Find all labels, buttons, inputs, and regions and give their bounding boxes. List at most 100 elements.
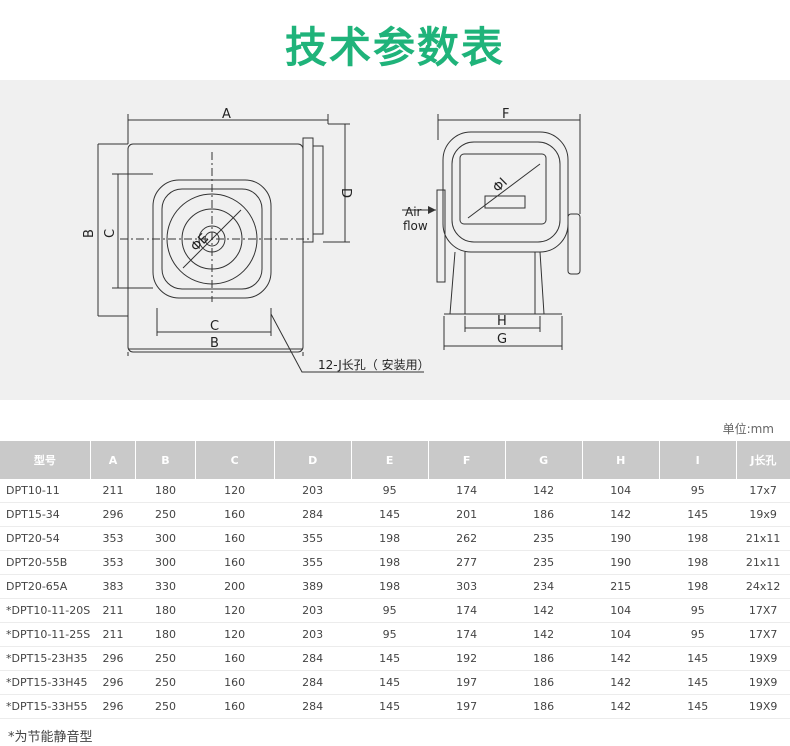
cell-b: 300: [135, 550, 196, 575]
cell-g: 186: [505, 502, 583, 527]
cell-b: 300: [135, 526, 196, 551]
label-b-left: B: [82, 229, 97, 238]
cell-e: 145: [351, 694, 429, 719]
cell-c: 160: [195, 670, 275, 695]
cell-g: 235: [505, 550, 583, 575]
airflow-arrow-head: [428, 206, 436, 214]
cell-c: 120: [195, 479, 275, 503]
cell-d: 389: [274, 574, 352, 599]
header-j: J长孔: [735, 441, 790, 479]
cell-j: 21x11: [736, 550, 790, 575]
cell-a: 296: [90, 502, 136, 527]
cell-h: 104: [582, 622, 660, 647]
label-g: G: [497, 332, 507, 347]
cell-a: 383: [90, 574, 136, 599]
cell-j: 17x7: [736, 479, 790, 503]
cell-model: *DPT10-11-20S: [0, 598, 91, 623]
cell-h: 190: [582, 550, 660, 575]
cell-j: 21x11: [736, 526, 790, 551]
cell-i: 145: [659, 502, 737, 527]
cell-f: 174: [428, 598, 506, 623]
cell-c: 160: [195, 694, 275, 719]
cell-i: 145: [659, 694, 737, 719]
cell-b: 250: [135, 694, 196, 719]
cell-f: 201: [428, 502, 506, 527]
label-c-left: C: [103, 229, 118, 238]
cell-c: 160: [195, 526, 275, 551]
cell-g: 142: [505, 622, 583, 647]
cell-f: 262: [428, 526, 506, 551]
cell-a: 296: [90, 694, 136, 719]
cell-a: 353: [90, 526, 136, 551]
cell-c: 120: [195, 598, 275, 623]
cell-a: 211: [90, 479, 136, 503]
cell-g: 234: [505, 574, 583, 599]
cell-c: 160: [195, 502, 275, 527]
cell-g: 142: [505, 598, 583, 623]
cell-j: 17X7: [736, 598, 790, 623]
cell-model: *DPT10-11-25S: [0, 622, 91, 647]
cell-f: 197: [428, 694, 506, 719]
cell-i: 198: [659, 550, 737, 575]
cell-a: 353: [90, 550, 136, 575]
cell-d: 203: [274, 598, 352, 623]
label-i: ΦI: [490, 175, 511, 196]
cell-i: 145: [659, 670, 737, 695]
cell-b: 180: [135, 479, 196, 503]
cell-d: 203: [274, 479, 352, 503]
cell-b: 250: [135, 502, 196, 527]
cell-a: 296: [90, 646, 136, 671]
cell-a: 211: [90, 622, 136, 647]
page-title: 技术参数表: [284, 23, 505, 72]
cell-e: 198: [351, 550, 429, 575]
cell-a: 211: [90, 598, 136, 623]
side-inlet-ring: [436, 189, 446, 283]
cell-g: 235: [505, 526, 583, 551]
cell-i: 95: [659, 598, 737, 623]
label-f: F: [502, 107, 509, 122]
label-flow: flow: [403, 219, 428, 233]
cell-b: 250: [135, 670, 196, 695]
cell-h: 142: [582, 694, 660, 719]
cell-model: *DPT15-33H45: [0, 670, 91, 695]
cell-j: 19x9: [736, 502, 790, 527]
cell-j: 19X9: [736, 694, 790, 719]
cell-b: 180: [135, 598, 196, 623]
cell-d: 284: [274, 694, 352, 719]
cell-h: 142: [582, 670, 660, 695]
cell-d: 284: [274, 670, 352, 695]
side-motor-end: [567, 213, 581, 275]
cell-g: 186: [505, 646, 583, 671]
side-motor-plate: [484, 195, 526, 209]
label-d: D: [338, 188, 353, 198]
table-header-row: 型号 A B C D E F G H I J长孔: [0, 441, 790, 479]
cell-model: *DPT15-23H35: [0, 646, 91, 671]
cell-model: DPT20-65A: [0, 574, 91, 599]
side-diameter-line: [467, 163, 541, 219]
header-g: G: [504, 441, 583, 479]
cell-h: 104: [582, 479, 660, 503]
footnote: *为节能静音型: [8, 730, 93, 745]
cell-f: 277: [428, 550, 506, 575]
cell-f: 174: [428, 479, 506, 503]
label-mount-hole: 12-J长孔（ 安装用）: [318, 357, 430, 372]
cell-c: 160: [195, 646, 275, 671]
cell-h: 104: [582, 598, 660, 623]
side-base: [449, 251, 545, 315]
header-h: H: [581, 441, 660, 479]
cell-j: 24x12: [736, 574, 790, 599]
cell-d: 355: [274, 526, 352, 551]
cell-e: 145: [351, 646, 429, 671]
label-a: A: [222, 107, 231, 122]
label-h: H: [497, 314, 507, 329]
side-housing-inner: [451, 141, 561, 243]
side-outlet: [459, 153, 547, 225]
cell-a: 296: [90, 670, 136, 695]
